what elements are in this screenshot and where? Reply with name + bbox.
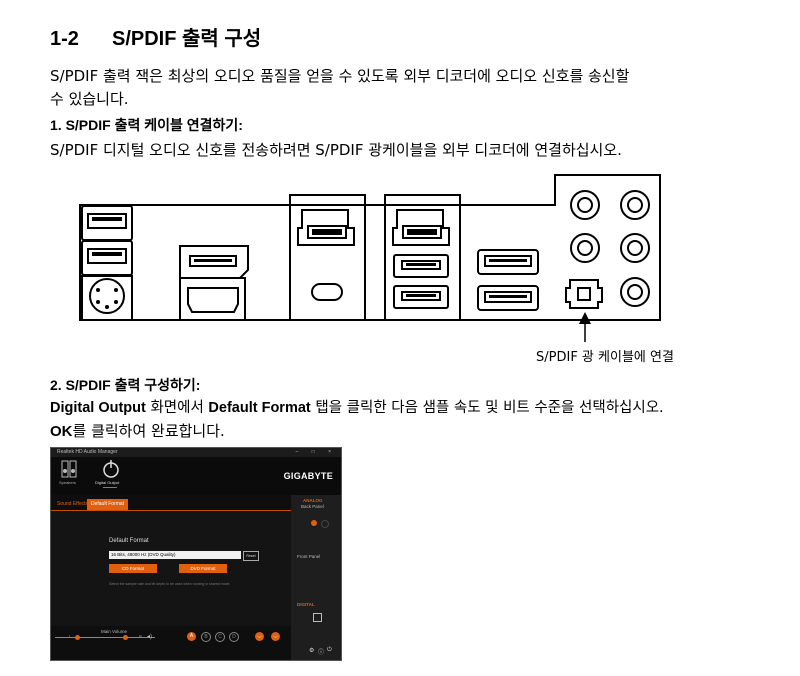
effect-d-button[interactable]: D [229,632,239,642]
cd-format-button[interactable]: CD Format [109,564,157,573]
panel-title: Default Format [109,538,149,544]
digital-output-icon[interactable] [101,459,121,479]
step2-line-1: Digital Output 화면에서 Default Format 탭을 클릭… [50,397,664,419]
step2-text-c: 를 클릭하여 완료합니다. [72,422,225,440]
main-volume-label: Main Volume [101,629,128,634]
volume-handle[interactable] [123,635,128,640]
default-format-term: Default Format [208,400,311,416]
intro-line-1: S/PDIF 출력 잭은 최상의 오디오 품질을 얻을 수 있도록 외부 디코더… [50,67,630,85]
speaker-volume-icon[interactable]: ◂) [147,634,153,640]
audio-manager-screenshot: Realtek HD Audio Manager – □ × Speakers … [50,447,342,661]
nav-digital-label[interactable]: Digital Output [95,480,120,485]
digital-title: DIGITAL [297,602,315,607]
panel-note: Select the sample rate and bit depth to … [109,582,231,586]
back-jack-active-icon[interactable] [311,520,317,526]
digital-output-term: Digital Output [50,400,146,416]
analog-title: ANALOG [303,498,323,503]
top-nav: Speakers Digital Output GIGABYTE [51,457,341,495]
default-format-panel: Default Format 16 Bits, 48000 Hz (DVD Qu… [51,511,291,626]
effect-a-button[interactable]: A [187,632,196,641]
settings-gear-icon[interactable]: ⚙ [309,648,315,654]
balance-handle[interactable] [75,635,80,640]
format-select[interactable]: 16 Bits, 48000 Hz (DVD Quality) [109,551,241,559]
nav-speakers-label[interactable]: Speakers [59,480,76,485]
section-number: 1-2 [50,28,79,50]
spdif-callout-label: S/PDIF 광 케이블에 연결 [536,350,674,365]
nav-active-indicator [103,487,117,488]
speakers-icon[interactable] [61,460,77,478]
reset-button[interactable]: Reset [243,551,259,561]
info-icon[interactable]: ⓘ [318,650,325,656]
tab-bar: Sound Effects Default Format [51,499,291,511]
tab-sound-effects[interactable]: Sound Effects [57,501,89,507]
tab-default-format[interactable]: Default Format [87,499,129,510]
effect-c-button[interactable]: C [215,632,225,642]
volume-slider[interactable] [55,637,155,638]
step2-text-a: 화면에서 [145,400,209,416]
rear-io-diagram [79,174,661,342]
back-panel-label: Back Panel [301,504,324,509]
device-panel: ANALOG Back Panel Front Panel DIGITAL ⚙ … [291,495,341,660]
brand-logo: GIGABYTE [283,471,333,481]
digital-device-icon[interactable] [313,613,322,622]
section-heading: 1-2 S/PDIF 출력 구성 [50,22,261,51]
step1-title: 1. S/PDIF 출력 케이블 연결하기: [50,117,243,133]
front-panel-label: Front Panel [297,554,321,559]
effect-b-button[interactable]: B [201,632,211,642]
intro-line-2: 수 있습니다. [50,90,129,108]
window-title: Realtek HD Audio Manager [57,449,118,455]
power-icon[interactable]: ⏻ [327,647,332,653]
window-controls[interactable]: – □ × [295,449,337,455]
back-jack-icon[interactable] [321,520,329,528]
volume-bar: Main Volume L R ◂) A B C D ◡ ◡ [51,626,291,660]
step2-title: 2. S/PDIF 출력 구성하기: [50,377,201,393]
volume-right-label: R [139,634,142,639]
dvd-format-button[interactable]: DVD Format [179,564,227,573]
mic-config-icon[interactable]: ◡ [271,632,280,641]
speaker-config-icon[interactable]: ◡ [255,632,264,641]
step2-line-2: OK를 클릭하여 완료합니다. [50,420,225,443]
ok-term: OK [50,423,73,440]
step1-text: S/PDIF 디지털 오디오 신호를 전송하려면 S/PDIF 광케이블을 외부… [50,141,622,159]
window-titlebar: Realtek HD Audio Manager – □ × [51,448,341,457]
volume-left-label: L [69,634,71,639]
step2-text-b: 탭을 클릭한 다음 샘플 속도 및 비트 수준을 선택하십시오. [310,400,664,416]
section-title: S/PDIF 출력 구성 [112,28,262,50]
